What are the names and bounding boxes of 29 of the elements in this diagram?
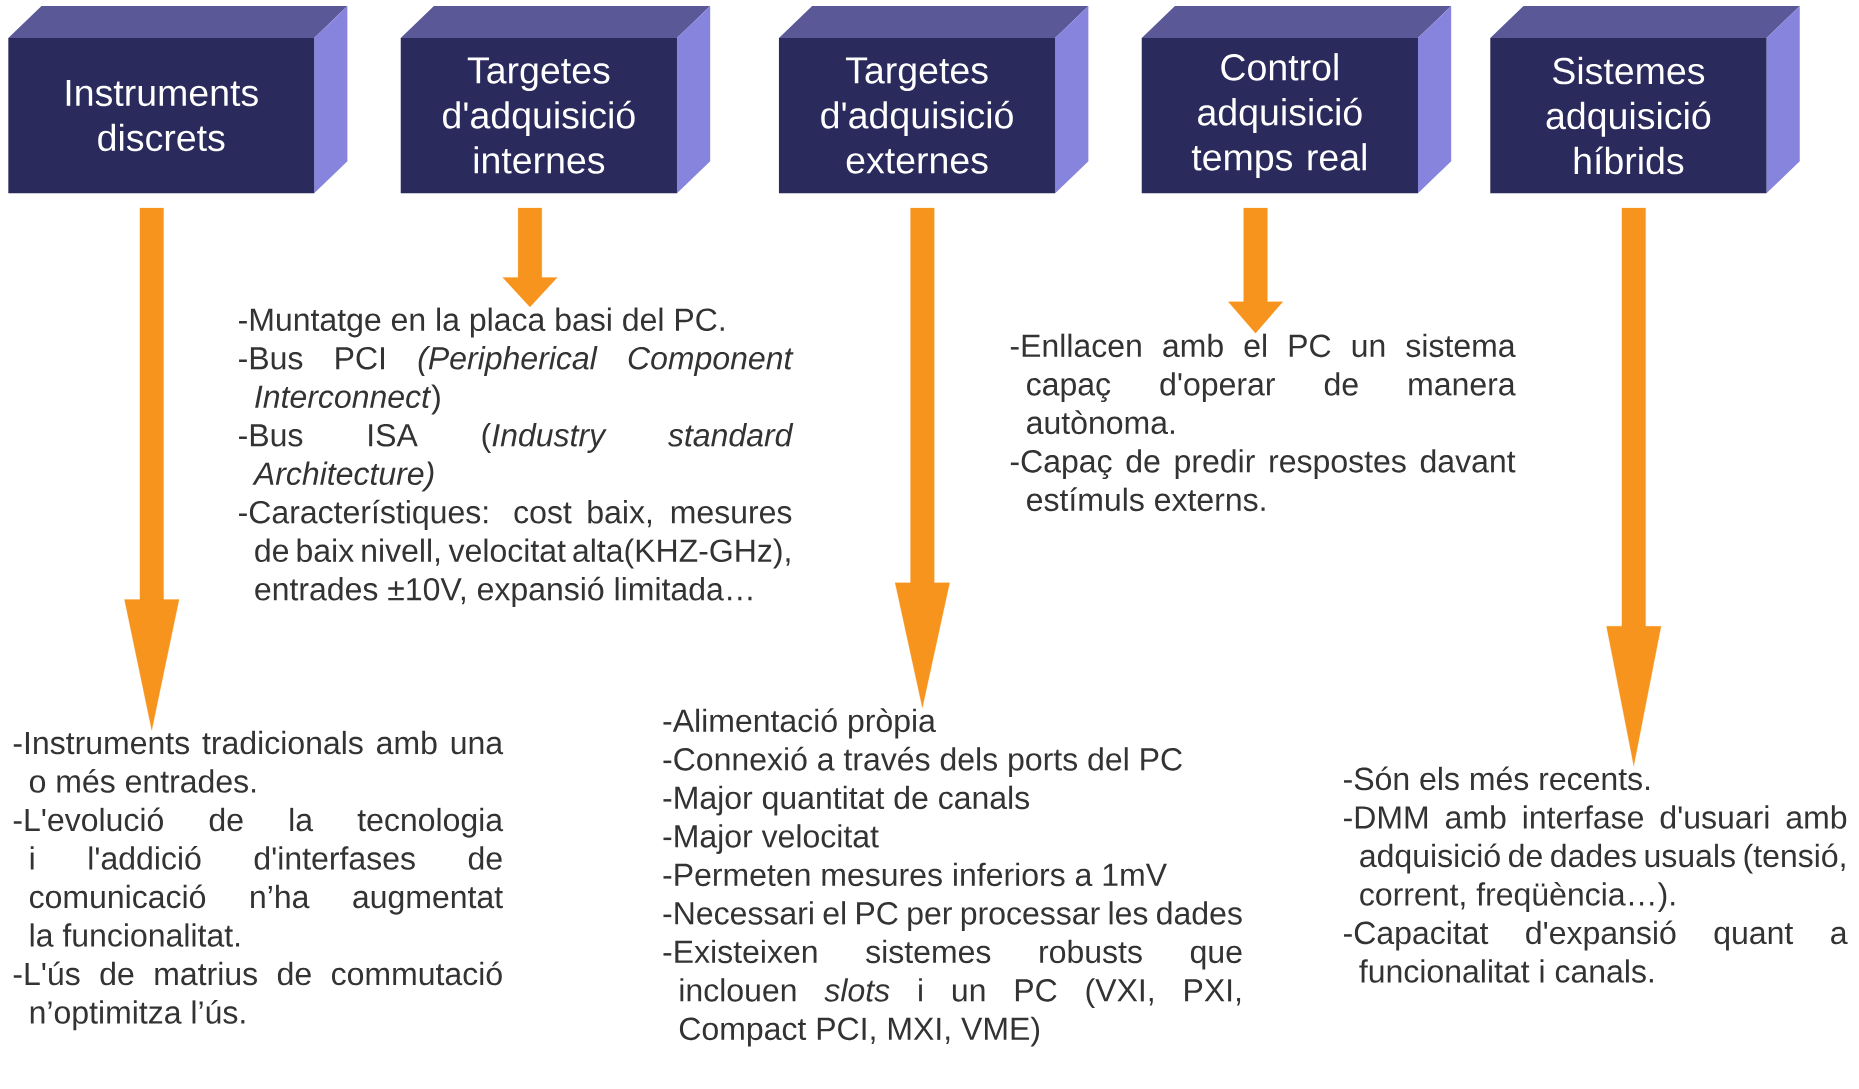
list-item: -Capacitat d'expansió quant a funcionalitat i canals. bbox=[1344, 920, 1848, 983]
list-item: -Necessari el PC per processar les dades bbox=[663, 901, 1242, 931]
list-item: -Enllacen amb el PC un sistema capaç d'operar de manera autònoma. bbox=[1010, 333, 1516, 435]
header-box: Control adquisició temps real bbox=[1141, 5, 1452, 194]
list-item: -DMM amb interfase d'usuari amb adquisició de dades usuals (tensió, corrent, freqüència…). bbox=[1344, 805, 1847, 913]
list-item: -Major quantitat de canals bbox=[663, 785, 1030, 816]
list-item: -Muntatge en la placa basi del PC. bbox=[239, 307, 724, 338]
arrow bbox=[124, 207, 180, 731]
list-item: -Bus ISA (Industry standard Architecture) bbox=[239, 423, 794, 492]
arrow bbox=[895, 207, 950, 708]
arrow bbox=[502, 207, 558, 308]
list-item: -Instruments tradicionals amb una o més entrades. bbox=[13, 730, 504, 793]
arrow bbox=[1606, 207, 1662, 766]
list-item: -Alimentació pròpia bbox=[663, 708, 936, 739]
list-item: -Bus PCI (Peripherical Component Interconnect) bbox=[239, 346, 794, 415]
list-item: -Major velocitat bbox=[663, 824, 879, 854]
header-box: Targetes d'adquisició externes bbox=[778, 5, 1089, 194]
list-item: -L'ús de matrius de commutació n’optimitza l’ús. bbox=[13, 961, 502, 1031]
header-box: Targetes d'adquisició internes bbox=[400, 5, 711, 194]
header-box: Instruments discrets bbox=[8, 5, 348, 194]
list-item: -Existeixen sistemes robusts que inclouen slots i un PC (VXI, PXI, Compact PCI, MXI, VME) bbox=[663, 939, 1242, 1047]
list-item: -Capaç de predir respostes davant estímuls externs. bbox=[1010, 449, 1516, 512]
list-item: -Permeten mesures inferiors a 1mV bbox=[663, 862, 1167, 887]
header-box: Sistemes adquisició híbrids bbox=[1490, 5, 1800, 194]
list-item: -Connexió a través dels ports del PC bbox=[663, 746, 1182, 777]
list-item: -Són els més recents. bbox=[1344, 766, 1650, 791]
list-item: -Característiques: cost baix, mesures de baix nivell, velocitat alta(KHZ-GHz), entrades ±10V, expansió limitada… bbox=[239, 499, 792, 607]
list-item: -L'evolució de la tecnologia i l'addició d'interfases de comunicació n’ha augmentat la funcionalitat. bbox=[13, 807, 504, 947]
arrow bbox=[1228, 207, 1283, 334]
